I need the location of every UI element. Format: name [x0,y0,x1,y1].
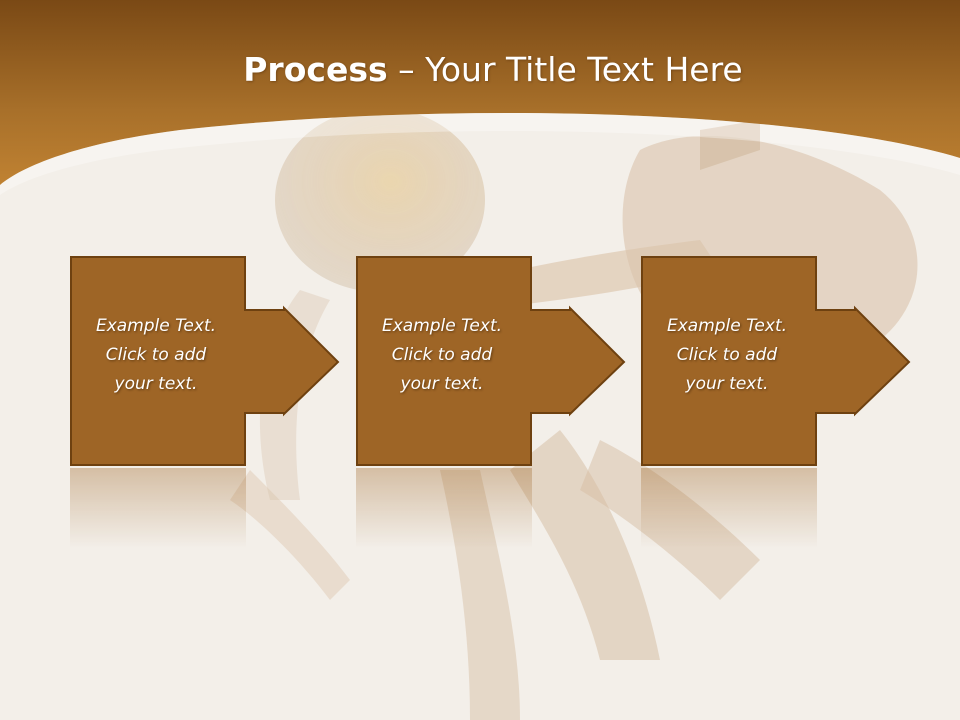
step-1-text: Example Text. Click to add your text. [95,316,217,394]
step-1-arrow-shape [70,256,340,466]
slide-title[interactable]: Process – Your Title Text Here [0,50,960,89]
step-3-reflection [641,468,817,548]
title-rest-text: – Your Title Text Here [387,50,743,89]
header-band [0,0,960,185]
step-2-reflection [356,468,532,548]
step-3-text: Example Text. Click to add your text. [666,316,788,394]
process-step-1[interactable]: Example Text. Click to add your text. [70,256,340,466]
process-step-2[interactable]: Example Text. Click to add your text. [356,256,626,466]
step-2-arrow-shape [356,256,626,466]
header-swoosh-highlight [0,113,960,195]
process-step-3[interactable]: Example Text. Click to add your text. [641,256,911,466]
step-2-text: Example Text. Click to add your text. [381,316,503,394]
step-3-arrow-shape [641,256,911,466]
title-bold-text: Process [243,50,388,89]
step-1-reflection [70,468,246,548]
